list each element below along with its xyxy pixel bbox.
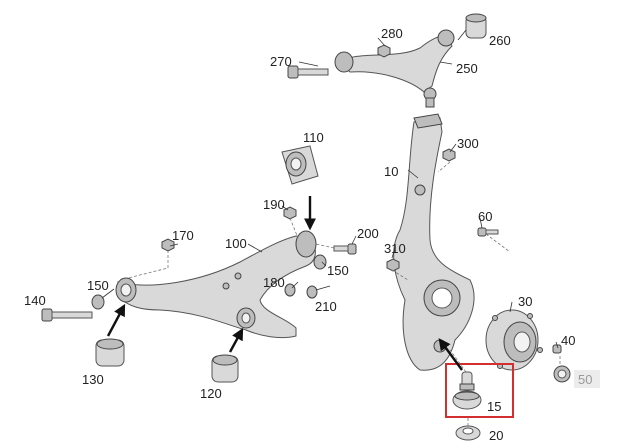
label-120: 120	[200, 386, 222, 401]
bushing-110	[281, 145, 319, 185]
nut-150-right	[313, 254, 327, 270]
label-250: 250	[456, 61, 478, 76]
washer-180	[284, 283, 296, 297]
label-50-background	[574, 370, 600, 388]
bolt-60	[477, 227, 499, 237]
label-15: 15	[487, 399, 501, 414]
wheel-hub	[485, 309, 543, 371]
label-100: 100	[225, 236, 247, 251]
label-10: 10	[384, 164, 398, 179]
label-130: 130	[82, 372, 104, 387]
label-210: 210	[315, 299, 337, 314]
bolt-270	[287, 65, 329, 79]
label-40: 40	[561, 333, 575, 348]
label-20: 20	[489, 428, 503, 443]
ball-joint-boot	[455, 425, 481, 441]
nut-170	[161, 238, 175, 252]
label-150-right: 150	[327, 263, 349, 278]
nut-150-left	[91, 294, 105, 310]
nut-280	[377, 44, 391, 58]
upper-control-arm	[334, 29, 455, 108]
label-300: 300	[457, 136, 479, 151]
label-310: 310	[384, 241, 406, 256]
label-30: 30	[518, 294, 532, 309]
label-50: 50	[578, 372, 592, 387]
nut-190	[283, 206, 297, 220]
nut-210	[306, 285, 318, 299]
label-170: 170	[172, 228, 194, 243]
bolt-140	[41, 308, 93, 322]
nut-300	[442, 148, 456, 162]
ball-joint-highlight-box	[445, 363, 514, 418]
ball-joint	[452, 371, 482, 410]
bushing-260	[465, 13, 487, 39]
assembly-arrows	[106, 196, 463, 371]
label-280: 280	[381, 26, 403, 41]
steering-knuckle	[393, 113, 475, 371]
bolt-310	[386, 258, 400, 272]
label-180: 180	[263, 275, 285, 290]
label-260: 260	[489, 33, 511, 48]
bolt-200	[333, 243, 357, 255]
label-140: 140	[24, 293, 46, 308]
label-270: 270	[270, 54, 292, 69]
bushing-130	[95, 338, 125, 367]
label-60: 60	[478, 209, 492, 224]
label-200: 200	[357, 226, 379, 241]
label-110: 110	[303, 130, 324, 145]
label-150-left: 150	[87, 278, 109, 293]
part-labels: 10 15 20 30 40 50 60 100 110 120 130 140…	[24, 26, 600, 443]
leader-lines	[101, 29, 561, 426]
lower-control-arm	[115, 230, 317, 339]
hub-nut-50	[553, 365, 571, 383]
label-190: 190	[263, 197, 285, 212]
bushing-120	[211, 354, 239, 383]
